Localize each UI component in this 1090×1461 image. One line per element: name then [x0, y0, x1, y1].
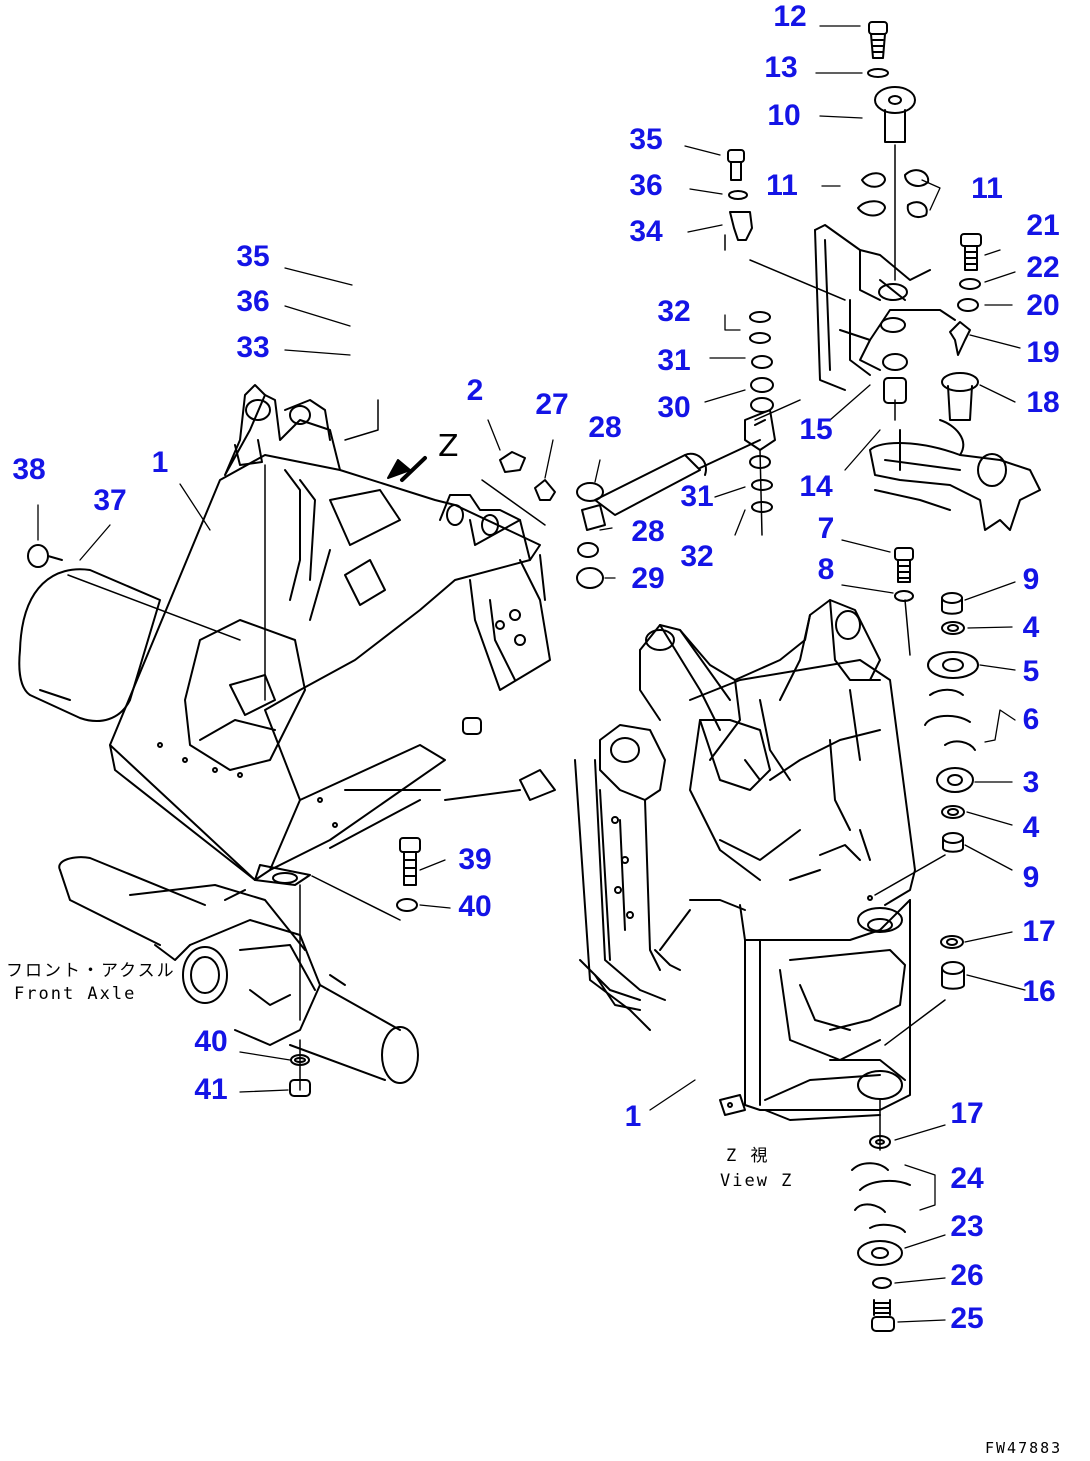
callout-18: 18 [1026, 386, 1060, 419]
callout-19: 19 [1026, 336, 1060, 369]
callout-33: 33 [236, 331, 270, 364]
callout-20: 20 [1026, 289, 1060, 322]
callout-23: 23 [950, 1210, 984, 1243]
callout-32: 32 [680, 540, 714, 573]
callout-35: 35 [629, 123, 663, 156]
callout-39: 39 [458, 843, 492, 876]
callout-32: 32 [657, 295, 691, 328]
callout-4: 4 [1022, 811, 1040, 844]
callout-40: 40 [194, 1025, 228, 1058]
callout-21: 21 [1026, 209, 1060, 242]
callout-4: 4 [1022, 611, 1040, 644]
drawing-code: FW47883 [985, 1439, 1063, 1457]
callout-11: 11 [971, 172, 1003, 205]
right-column-parts [851, 547, 979, 1332]
callout-34: 34 [629, 215, 663, 248]
callout-9: 9 [1022, 861, 1040, 894]
callout-28: 28 [588, 411, 622, 444]
callout-27: 27 [535, 388, 569, 421]
callout-29: 29 [631, 562, 665, 595]
callout-36: 36 [236, 285, 270, 318]
view-z-label-en: View Z [720, 1171, 794, 1191]
callout-17: 17 [950, 1097, 984, 1130]
callout-22: 22 [1026, 251, 1060, 284]
callout-10: 10 [767, 99, 801, 132]
callout-16: 16 [1022, 975, 1056, 1008]
callout-15: 15 [799, 413, 833, 446]
front-axle-drawing [58, 856, 419, 1097]
callout-26: 26 [950, 1259, 984, 1292]
callout-31: 31 [657, 344, 691, 377]
callout-2: 2 [466, 374, 484, 407]
callout-6: 6 [1022, 703, 1040, 736]
callout-25: 25 [950, 1302, 984, 1335]
bolt-39-group [396, 837, 421, 912]
upper-hinge-assembly [499, 21, 1041, 589]
callout-5: 5 [1022, 655, 1040, 688]
view-z-frame-drawing [574, 599, 916, 1121]
callout-3: 3 [1022, 766, 1040, 799]
arrow-icon [387, 456, 427, 482]
callout-12: 12 [773, 0, 807, 33]
callout-36: 36 [629, 169, 663, 202]
view-marker-z: Z [438, 429, 459, 464]
callout-31: 31 [680, 480, 714, 513]
callout-9: 9 [1022, 563, 1040, 596]
callout-7: 7 [817, 512, 835, 545]
callout-40: 40 [458, 890, 492, 923]
callout-35: 35 [236, 240, 270, 273]
callout-41: 41 [194, 1073, 228, 1106]
callout-11: 11 [766, 169, 798, 202]
callout-8: 8 [817, 553, 835, 586]
front-axle-label-jp: フロント・アクスル [6, 961, 176, 981]
view-z-label-jp: Z 視 [726, 1146, 770, 1166]
callout-38: 38 [12, 453, 46, 486]
callout-17: 17 [1022, 915, 1056, 948]
callout-30: 30 [657, 391, 691, 424]
callout-1: 1 [624, 1100, 642, 1133]
leader-lines-left [67, 399, 546, 1091]
front-frame-left [18, 384, 556, 886]
callout-24: 24 [950, 1162, 984, 1195]
callout-13: 13 [764, 51, 798, 84]
callout-14: 14 [799, 470, 833, 503]
callout-leaders [37, 25, 1026, 1323]
callout-28: 28 [631, 515, 665, 548]
callout-37: 37 [93, 484, 127, 517]
callout-1: 1 [151, 446, 169, 479]
front-axle-label-en: Front Axle [14, 984, 137, 1004]
